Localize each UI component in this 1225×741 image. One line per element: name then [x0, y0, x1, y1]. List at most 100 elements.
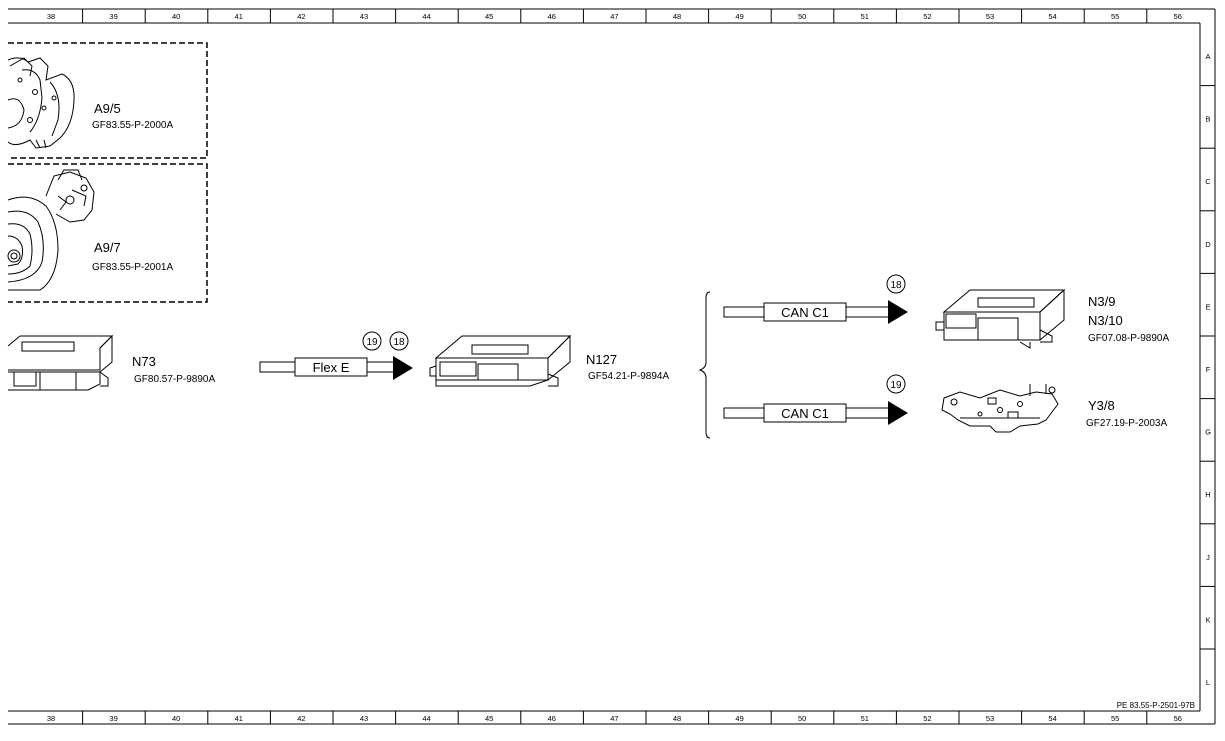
can-c1-bottom-signal: CAN C1 19 [723, 374, 908, 425]
y3-8-reference: GF27.19-P-2003A [1086, 418, 1167, 429]
can-c1-bottom-label-box [763, 403, 847, 423]
column-label-top: 43 [360, 12, 368, 21]
y3-8-group: Y3/8 GF27.19-P-2003A [941, 384, 1167, 433]
sheet-frame [8, 8, 1216, 725]
column-label-top: 49 [735, 12, 743, 21]
column-label-top: 55 [1111, 12, 1119, 21]
column-label-bottom: 49 [735, 714, 743, 723]
flex-e-signal: Flex E 19 18 [259, 331, 413, 380]
n3-10-label: N3/10 [1088, 313, 1123, 328]
a9-7-reference: GF83.55-P-2001A [92, 262, 173, 273]
column-label-bottom: 51 [861, 714, 869, 723]
row-label: D [1205, 240, 1211, 249]
column-label-top: 44 [422, 12, 430, 21]
column-label-top: 47 [610, 12, 618, 21]
can-c1-top-marker-18-text: 18 [890, 280, 902, 291]
n3-9-group: N3/9 N3/10 GF07.08-P-9890A [935, 288, 1169, 349]
column-label-top: 56 [1174, 12, 1182, 21]
drawing-number: PE 83.55-P-2501-97B [1117, 701, 1195, 710]
row-label: F [1206, 365, 1211, 374]
can-c1-top-signal: CAN C1 18 [723, 274, 908, 324]
column-label-bottom: 50 [798, 714, 806, 723]
column-label-bottom: 46 [548, 714, 556, 723]
n3-9-label: N3/9 [1088, 294, 1115, 309]
n73-reference: GF80.57-P-9890A [134, 374, 215, 385]
a9-5-reference: GF83.55-P-2000A [92, 120, 173, 131]
row-label: B [1205, 115, 1210, 124]
column-label-top: 42 [297, 12, 305, 21]
flex-e-label: Flex E [313, 360, 350, 375]
y3-8-label: Y3/8 [1088, 398, 1115, 413]
column-label-bottom: 43 [360, 714, 368, 723]
flex-e-marker-19 [362, 331, 382, 351]
column-label-top: 41 [235, 12, 243, 21]
flex-e-marker-18 [389, 331, 409, 351]
valve-body-y3-8-icon [941, 384, 1059, 433]
column-label-bottom: 55 [1111, 714, 1119, 723]
column-label-top: 45 [485, 12, 493, 21]
column-label-bottom: 40 [172, 714, 180, 723]
can-c1-top-label-box [763, 302, 847, 322]
brace [698, 291, 711, 439]
n127-group: N127 GF54.21-P-9894A [429, 334, 669, 387]
column-ruler: 38 38 39 39 40 40 41 41 42 42 43 43 44 44 45 45 46 46 47 47… [47, 9, 1182, 724]
n3-9-reference: GF07.08-P-9890A [1088, 333, 1169, 344]
a9-7-frame [8, 163, 208, 303]
row-label: L [1206, 678, 1210, 687]
column-label-bottom: 45 [485, 714, 493, 723]
compressor-a9-7-icon [7, 169, 95, 291]
column-label-top: 50 [798, 12, 806, 21]
column-label-bottom: 54 [1048, 714, 1056, 723]
column-label-top: 53 [986, 12, 994, 21]
column-label-bottom: 39 [109, 714, 117, 723]
can-c1-bottom-marker-19 [886, 374, 906, 394]
column-label-top: 39 [109, 12, 117, 21]
column-label-top: 38 [47, 12, 55, 21]
control-unit-n127-icon [429, 334, 572, 387]
a9-5-frame [8, 42, 208, 159]
column-label-bottom: 56 [1174, 714, 1182, 723]
column-label-top: 46 [548, 12, 556, 21]
column-label-bottom: 38 [47, 714, 55, 723]
column-label-top: 52 [923, 12, 931, 21]
flex-e-marker-18-text: 18 [393, 337, 405, 348]
can-c1-top-marker-18 [886, 274, 906, 294]
can-c1-bottom-arrow-icon [888, 401, 908, 425]
compressor-a9-5-icon [7, 57, 75, 149]
row-label: E [1205, 302, 1210, 311]
a9-7-label: A9/7 [94, 240, 121, 255]
column-label-top: 40 [172, 12, 180, 21]
column-label-top: 48 [673, 12, 681, 21]
row-label: K [1205, 615, 1210, 624]
column-label-top: 54 [1048, 12, 1056, 21]
flex-e-label-box [294, 357, 368, 377]
a9-5-group: A9/5 GF83.55-P-2000A [7, 42, 208, 159]
row-label: J [1206, 553, 1210, 562]
column-label-bottom: 41 [235, 714, 243, 723]
column-label-bottom: 53 [986, 714, 994, 723]
control-unit-n73-icon [7, 334, 114, 391]
n73-group: N73 GF80.57-P-9890A [7, 334, 215, 391]
can-c1-top-label: CAN C1 [781, 305, 829, 320]
column-label-bottom: 47 [610, 714, 618, 723]
control-unit-n3-9-icon [935, 288, 1066, 349]
a9-5-label: A9/5 [94, 101, 121, 116]
column-label-bottom: 44 [422, 714, 430, 723]
n127-label: N127 [586, 352, 617, 367]
column-label-bottom: 42 [297, 714, 305, 723]
can-c1-bottom-marker-19-text: 19 [890, 380, 902, 391]
column-label-bottom: 48 [673, 714, 681, 723]
n127-reference: GF54.21-P-9894A [588, 371, 669, 382]
can-c1-bottom-label: CAN C1 [781, 406, 829, 421]
a9-7-group: A9/7 GF83.55-P-2001A [7, 163, 208, 303]
can-c1-top-arrow-icon [888, 300, 908, 324]
row-label: H [1205, 490, 1210, 499]
flex-e-marker-19-text: 19 [366, 337, 378, 348]
column-label-top: 51 [861, 12, 869, 21]
row-label: A [1205, 52, 1210, 61]
row-label: G [1205, 428, 1211, 437]
column-label-bottom: 52 [923, 714, 931, 723]
